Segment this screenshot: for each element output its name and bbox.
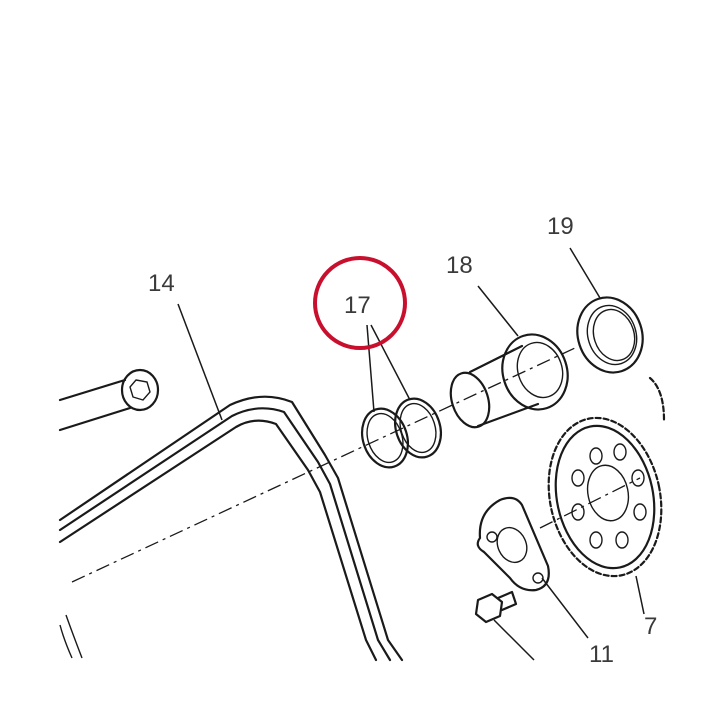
gear [547,376,666,578]
leader-11-bolt [493,619,535,661]
bushing-sleeve [449,333,569,429]
leader-18 [477,285,519,337]
callout-11: 11 [589,641,614,668]
leader-17-a [366,324,375,413]
callout-19: 19 [547,213,574,240]
leader-11 [541,577,589,639]
callout-18: 18 [446,252,473,279]
flange-plate [476,496,550,592]
leader-19 [569,247,601,299]
callout-17: 17 [344,292,371,319]
assembly-axis-upper [71,347,576,583]
cover-gasket [58,395,404,662]
flange-bolt [474,590,518,624]
o-rings [361,397,442,469]
leader-7 [635,575,645,615]
leader-17-b [370,324,411,401]
cover-bolt [58,368,160,432]
seal-ring [576,296,644,374]
leader-14 [177,303,223,421]
callout-17-highlight [313,256,407,350]
callout-14: 14 [148,270,175,297]
callout-7: 7 [644,613,657,640]
assembly-axis-lower [539,477,641,529]
